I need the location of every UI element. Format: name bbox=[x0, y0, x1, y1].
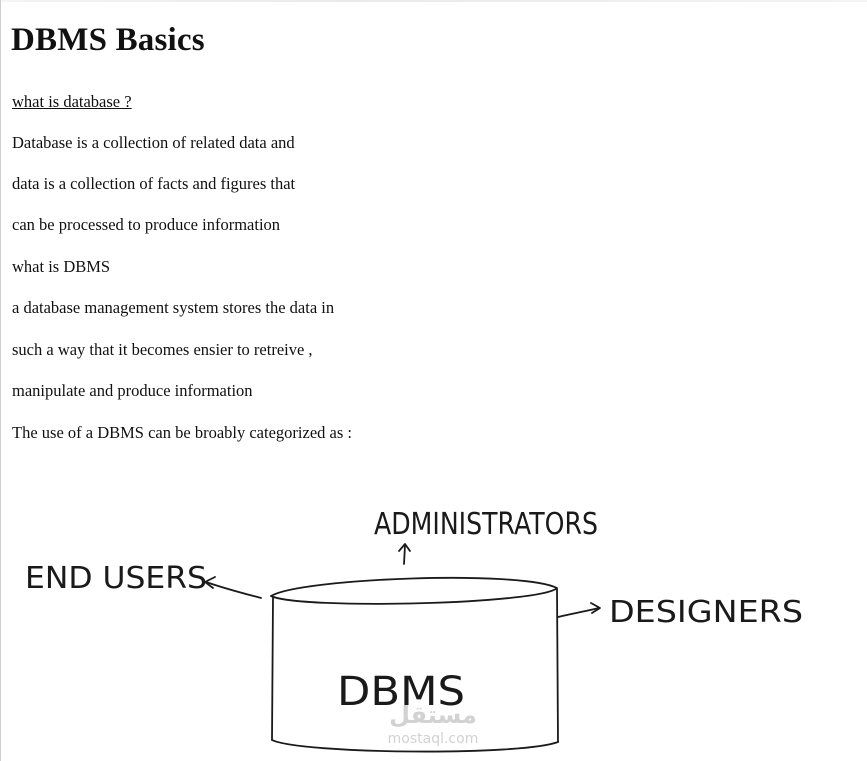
top-divider bbox=[1, 0, 867, 2]
arrow-to-end-users bbox=[204, 576, 262, 599]
watermark-arabic: مستقل bbox=[389, 701, 477, 729]
dbms-diagram: ADMINISTRATORS END USERS DESIGNERS DBMS … bbox=[25, 507, 803, 753]
page-title: DBMS Basics bbox=[11, 22, 205, 58]
text-line-2: data is a collection of facts and figure… bbox=[12, 174, 296, 193]
label-designers: DESIGNERS bbox=[609, 595, 803, 630]
arrow-to-designers bbox=[557, 602, 601, 618]
label-end-users: END USERS bbox=[25, 561, 207, 596]
text-line-6: such a way that it becomes ensier to ret… bbox=[12, 340, 313, 359]
text-line-1: Database is a collection of related data… bbox=[12, 133, 295, 152]
watermark-logo: مستقل mostaql.com bbox=[388, 701, 479, 747]
text-line-5: a database management system stores the … bbox=[12, 298, 335, 317]
heading-what-is-dbms: what is DBMS bbox=[12, 257, 111, 276]
label-administrators: ADMINISTRATORS bbox=[374, 507, 598, 542]
heading-what-is-database: what is database ? bbox=[12, 92, 132, 111]
dbms-cylinder bbox=[270, 576, 559, 753]
watermark-site: mostaql.com bbox=[388, 731, 479, 747]
text-line-8: The use of a DBMS can be broably categor… bbox=[12, 423, 352, 442]
text-line-7: manipulate and produce information bbox=[12, 381, 253, 400]
label-dbms: DBMS bbox=[337, 669, 465, 715]
arrow-to-administrators bbox=[398, 543, 411, 565]
text-line-3: can be processed to produce information bbox=[12, 215, 281, 234]
